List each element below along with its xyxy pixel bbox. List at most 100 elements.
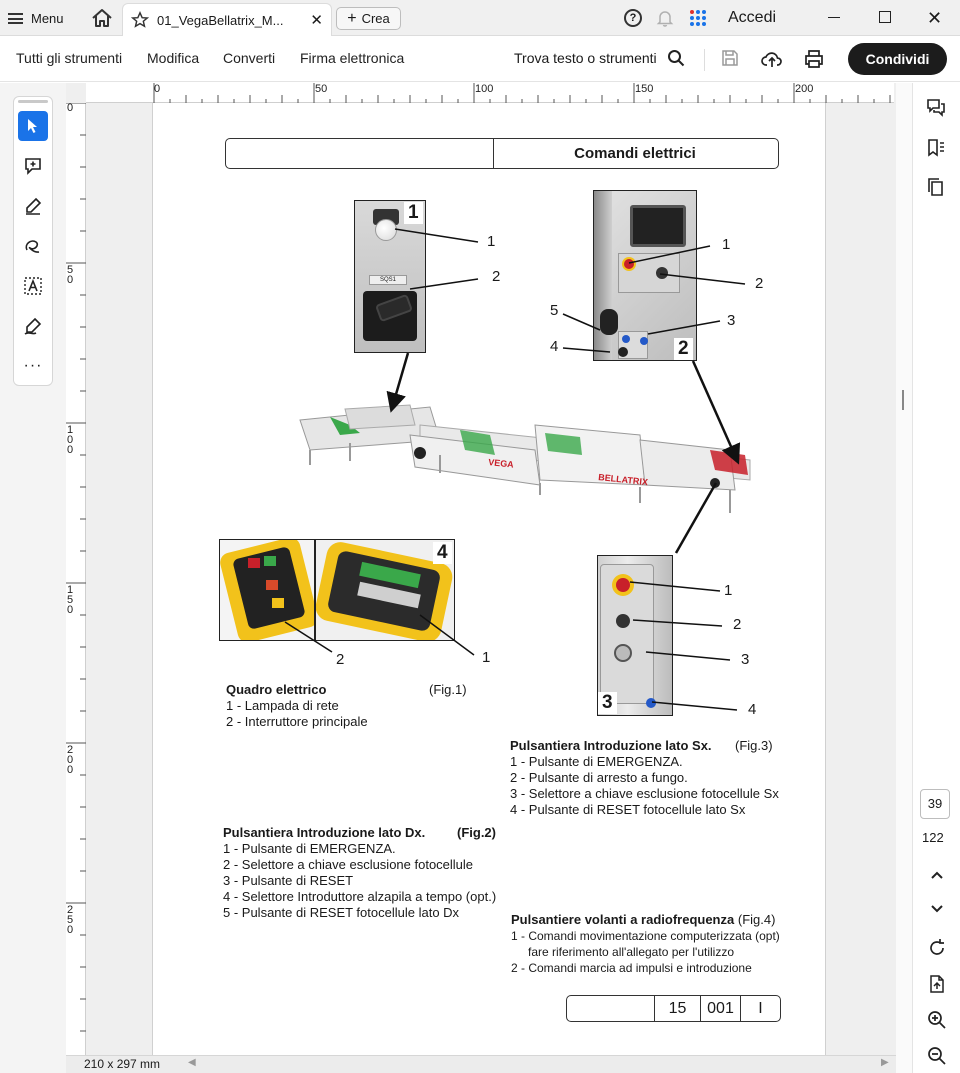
ruler-label: 200	[795, 83, 814, 95]
ruler-label: 0	[67, 102, 74, 114]
ruler-label: 100	[475, 83, 494, 95]
fig-number: 2	[674, 338, 693, 360]
caption-ref: (Fig.2)	[457, 825, 496, 840]
ruler-label: 50	[315, 83, 328, 95]
caption-item: 3 - Pulsante di RESET	[223, 873, 354, 888]
print-icon[interactable]	[804, 49, 824, 69]
ruler-label: 1 0 0	[67, 424, 74, 456]
caption-fig3: Pulsantiera Introduzione lato Sx. (Fig.3)…	[510, 738, 810, 818]
footer-revision: I	[740, 996, 780, 1021]
caption-item: 4 - Selettore Introduttore alzapila a te…	[223, 889, 497, 904]
callout-number: 4	[550, 338, 559, 355]
freehand-draw-icon[interactable]	[18, 231, 48, 261]
upload-cloud-icon[interactable]	[761, 49, 783, 69]
search-icon[interactable]	[667, 49, 685, 67]
sign-in-button[interactable]: Accedi	[728, 9, 777, 26]
create-button[interactable]: + Crea	[336, 7, 401, 30]
toolbar-divider	[704, 49, 705, 71]
save-icon[interactable]	[721, 49, 739, 67]
caption-item: 1 - Pulsante di EMERGENZA.	[223, 841, 396, 856]
left-tool-panel: ···	[0, 83, 66, 1073]
home-icon[interactable]	[90, 7, 114, 29]
caption-item: 1 - Lampada di rete	[226, 698, 339, 713]
fig1-cabinet-photo: SQS1 1	[354, 200, 426, 353]
scroll-left-icon[interactable]: ◀	[188, 1057, 196, 1068]
caption-fig2: Pulsantiera Introduzione lato Dx.(Fig.2)…	[223, 825, 523, 921]
browser-tab-bar: Menu 01_VegaBellatrix_M... ✕ + Crea ? Ac…	[0, 0, 960, 36]
bookmarks-icon[interactable]	[926, 138, 946, 158]
scroll-thumb[interactable]	[902, 390, 904, 410]
caption-fig4: Pulsantiere volanti a radiofrequenza (Fi…	[511, 912, 811, 976]
more-tools-icon[interactable]: ···	[23, 357, 43, 374]
app-toolbar: Tutti gli strumenti Modifica Converti Fi…	[0, 37, 960, 82]
add-comment-icon[interactable]	[18, 151, 48, 181]
page-footer-box: 15 001 I	[566, 995, 781, 1022]
text-recognition-icon[interactable]	[18, 271, 48, 301]
current-page-input[interactable]: 39	[920, 789, 950, 819]
fig2-panel-photo: 2	[593, 190, 697, 361]
find-text-tools[interactable]: Trova testo o strumenti	[514, 50, 657, 66]
chevron-down-icon[interactable]	[929, 903, 945, 915]
close-tab-icon[interactable]: ✕	[310, 12, 323, 29]
zoom-out-icon[interactable]	[927, 1046, 947, 1066]
minimize-icon[interactable]	[828, 17, 840, 18]
caption-item: 3 - Selettore a chiave esclusione fotoce…	[510, 786, 779, 801]
ruler-label: 2 0 0	[67, 744, 74, 776]
caption-item: 2 - Pulsante di arresto a fungo.	[510, 770, 688, 785]
zoom-in-icon[interactable]	[927, 1010, 947, 1030]
ruler-label: 0	[154, 83, 161, 95]
callout-number: 1	[724, 582, 733, 599]
fig-number: 4	[433, 542, 452, 564]
callout-number: 5	[550, 302, 559, 319]
total-pages: 122	[922, 830, 944, 845]
fig3-panel-photo: 3	[597, 555, 673, 716]
scroll-right-icon[interactable]: ▶	[881, 1057, 889, 1068]
hamburger-icon	[8, 12, 23, 24]
callout-number: 2	[755, 275, 764, 292]
footer-section: 15	[654, 996, 700, 1021]
vertical-scrollbar[interactable]	[896, 83, 912, 1073]
pages-thumbnails-icon[interactable]	[926, 177, 946, 197]
plus-icon: +	[347, 9, 357, 27]
tool-palette: ···	[13, 96, 53, 386]
star-icon[interactable]	[131, 11, 149, 29]
callout-number: 4	[748, 701, 757, 718]
menu-convert[interactable]: Converti	[223, 50, 276, 66]
caption-item: 5 - Pulsante di RESET fotocellule lato D…	[223, 905, 460, 920]
caption-title: Pulsantiera Introduzione lato Sx.	[510, 738, 712, 753]
horizontal-ruler: 0 50 100 150 200	[86, 83, 894, 103]
callout-number: 3	[727, 312, 736, 329]
caption-ref: (Fig.1)	[429, 682, 467, 697]
caption-item: 2 - Interruttore principale	[226, 714, 368, 729]
comments-icon[interactable]	[926, 98, 946, 118]
fig4-pendant-small-photo	[219, 539, 315, 641]
share-button[interactable]: Condividi	[848, 43, 947, 75]
close-window-icon[interactable]: ✕	[927, 8, 943, 28]
title-frame	[225, 138, 779, 169]
menu-label: Menu	[31, 10, 64, 26]
drag-handle[interactable]	[18, 100, 48, 103]
menu-edit[interactable]: Modifica	[147, 50, 200, 66]
apps-grid-icon[interactable]	[688, 8, 708, 28]
notification-bell-icon[interactable]	[655, 8, 675, 28]
callout-number: 1	[487, 233, 496, 250]
signature-icon[interactable]	[18, 311, 48, 341]
menu-all-tools[interactable]: Tutti gli strumenti	[16, 50, 123, 66]
highlight-pen-icon[interactable]	[18, 191, 48, 221]
document-tab[interactable]: 01_VegaBellatrix_M... ✕	[122, 3, 332, 36]
caption-ref: (Fig.3)	[735, 738, 773, 753]
fig-number: 1	[404, 202, 423, 224]
help-icon[interactable]: ?	[624, 9, 642, 27]
select-tool-icon[interactable]	[18, 111, 48, 141]
tab-title: 01_VegaBellatrix_M...	[157, 12, 284, 28]
create-label: Crea	[361, 11, 390, 26]
menu-button[interactable]: Menu	[8, 6, 64, 30]
callout-number: 2	[733, 616, 742, 633]
chevron-up-icon[interactable]	[929, 869, 945, 881]
rotate-icon[interactable]	[927, 938, 947, 958]
document-convert-icon[interactable]	[927, 974, 947, 994]
maximize-icon[interactable]	[879, 11, 891, 23]
callout-number: 1	[722, 236, 731, 253]
caption-item: 1 - Comandi movimentazione computerizzat…	[511, 929, 780, 943]
menu-e-signature[interactable]: Firma elettronica	[300, 50, 405, 66]
